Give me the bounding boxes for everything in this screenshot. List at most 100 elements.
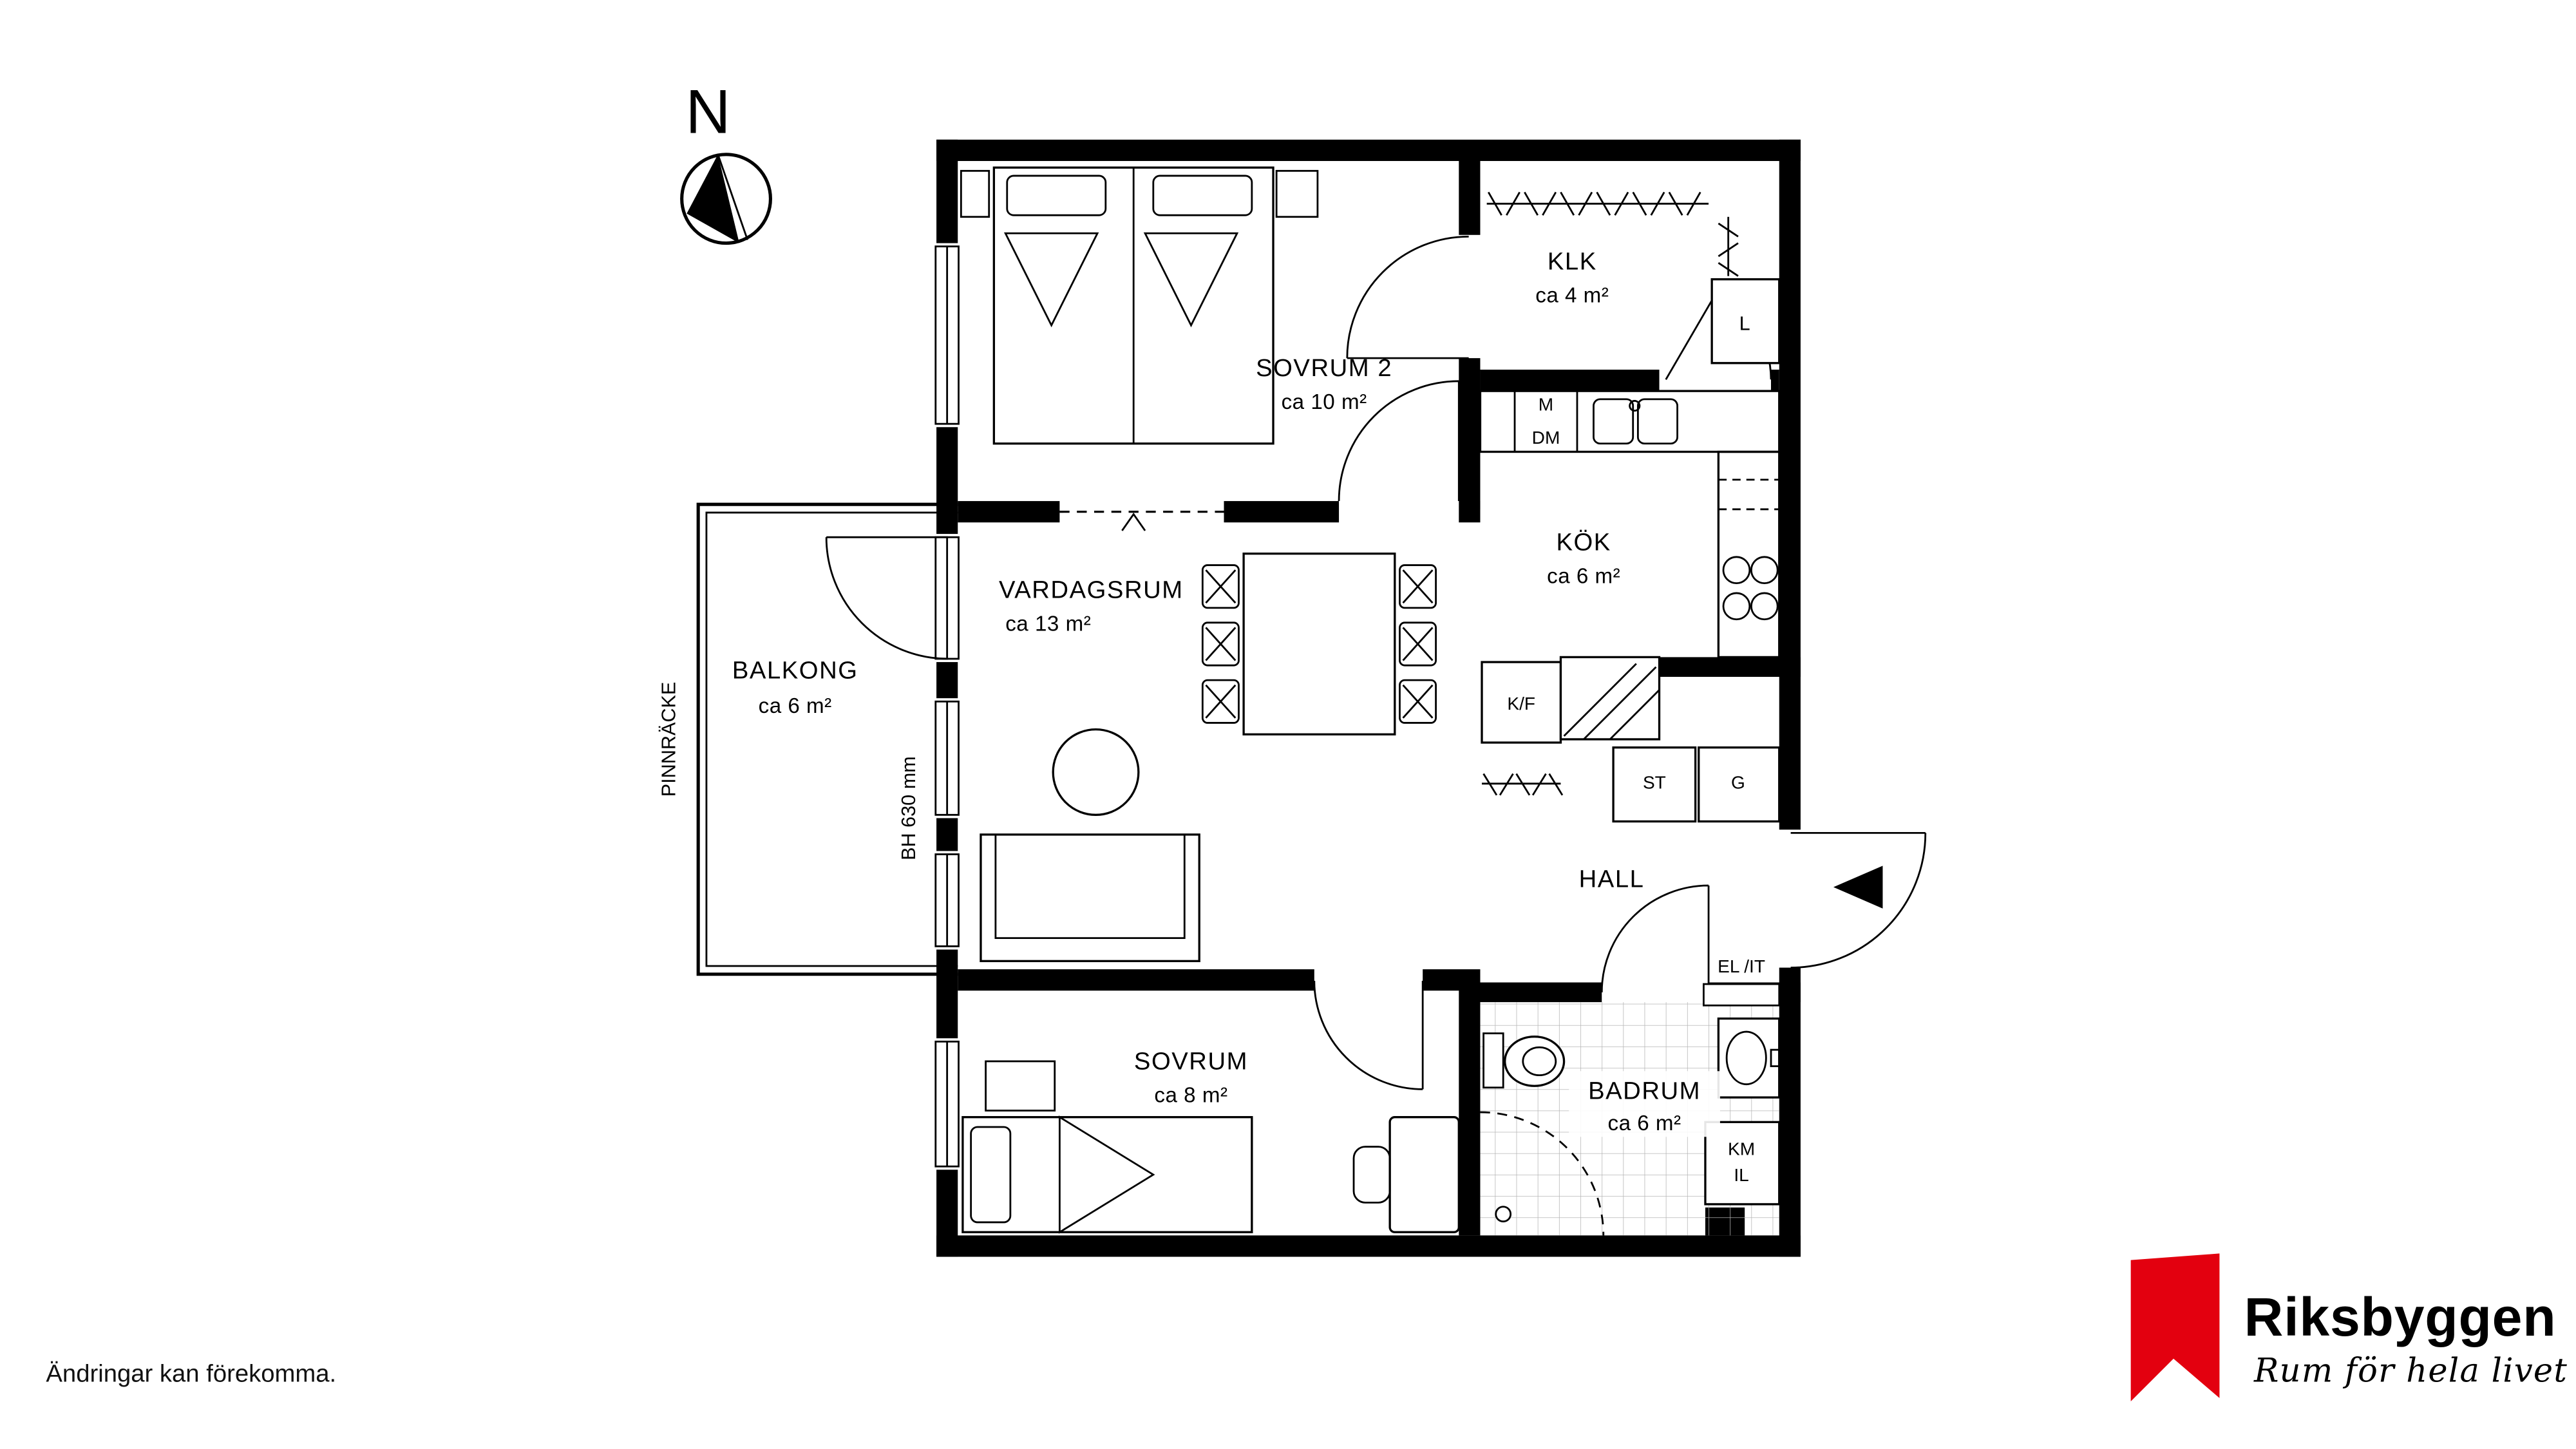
balcony-sill-height-label: BH 630 mm [898,756,920,860]
room-area-vardagsrum: ca 13 m² [1005,612,1091,636]
dishwasher-label: DM [1532,428,1560,448]
stove-burner [1722,556,1751,585]
desk [1388,1116,1460,1233]
room-label-klk: KLK [1548,247,1597,275]
chair [1399,621,1437,667]
kitchen-fixtures: M DM [1479,390,1781,659]
el-it-label: EL /IT [1718,956,1765,976]
room-label-sovrum2: SOVRUM 2 [1256,354,1392,382]
sovrum2-door-arc [1338,380,1460,502]
chair [1399,564,1437,609]
shaft-stripes [1563,663,1660,740]
toilet-tank [1482,1032,1504,1089]
sofa [980,833,1200,963]
el-it-cabinet [1703,983,1781,1007]
chair [1201,564,1240,609]
washer-label: KM [1728,1139,1755,1159]
stove-burner [1722,592,1751,621]
logo-mark-icon [2130,1253,2220,1402]
nightstand [1275,169,1319,218]
room-area-sovrum: ca 8 m² [1154,1084,1227,1108]
window-icon [934,1040,960,1168]
room-label-balkong: BALKONG [732,657,858,685]
opening-caret [1121,513,1146,531]
balcony: PINNRÄCKE BH 630 mm [658,502,958,976]
balcony-railing-label: PINNRÄCKE [658,682,679,797]
sheet-fold [1143,232,1239,328]
room-labels: SOVRUM 2 ca 10 m² KLK ca 4 m² KÖK ca 6 m… [732,247,1700,1135]
cleaning-closet [1612,746,1697,823]
hanging-rail-ticks [1482,773,1564,796]
room-area-klk: ca 4 m² [1535,283,1609,307]
single-bed [961,1116,1253,1233]
balcony-door-icon [934,536,960,660]
sovrum-door-arc [1313,980,1424,1090]
tap [1629,400,1641,412]
bedroom2-furniture [960,166,1319,445]
nightstand [985,1060,1056,1112]
toilet-bowl [1504,1036,1566,1087]
badrum-door-arc [1600,884,1710,992]
room-area-kok: ca 6 m² [1547,565,1620,589]
chair [1201,621,1240,667]
compass: N [680,77,772,245]
dining-table [1242,553,1396,735]
room-area-balkong: ca 6 m² [759,694,832,718]
wardrobe-label: G [1731,772,1745,792]
brand-name: Riksbyggen [2244,1287,2557,1347]
north-label: N [685,77,730,147]
pillow [1006,175,1107,216]
pillow [1152,175,1253,216]
hanging-rail-ticks [1488,191,1701,216]
basin-tap [1770,1048,1781,1068]
nightstand [960,169,990,218]
bedroom-furniture [961,1060,1460,1234]
entrance-arrow-icon [1833,866,1883,909]
shower-drain [1495,1206,1512,1223]
brand-tagline: Rum för hela livet [2253,1352,2568,1390]
shaft [1559,656,1661,741]
linen-closet [1710,278,1781,365]
balcony-door-arc [825,536,948,660]
linen-closet-label: L [1739,313,1750,335]
kitchen-counter-right [1717,450,1781,659]
desk-chair [1352,1146,1391,1204]
klk-fixtures: L [1486,191,1781,365]
room-area-badrum: ca 6 m² [1608,1112,1681,1135]
disclaimer-text: Ändringar kan förekomma. [46,1359,336,1387]
compass-circle [680,153,772,245]
window-icon [934,245,960,425]
footer: Ändringar kan förekomma. [46,1359,336,1387]
bathroom-fixtures: KM IL [1480,1017,1781,1236]
pillow [970,1126,1012,1224]
livingroom-furniture [980,553,1437,963]
window-icon [934,853,960,947]
side-table [1052,728,1140,816]
microwave-label: M [1539,395,1553,415]
stove-burner [1750,556,1779,585]
sink-basin [1593,398,1634,445]
room-label-kok: KÖK [1556,529,1611,556]
badrum-label-bg [1569,1071,1720,1137]
fridge-freezer-label: K/F [1507,694,1535,714]
windows [934,245,960,1168]
sofa-inner [994,834,1186,940]
entrance-door-arc [1790,831,1927,969]
sheet-fold [1059,1115,1155,1234]
hall-fixtures: K/F ST G EL /IT [1481,656,1781,1007]
room-label-vardagsrum: VARDAGSRUM [999,576,1184,604]
klk-bedroom-door-arc [1346,235,1469,359]
il-label: IL [1734,1165,1748,1185]
cleaning-closet-label: ST [1643,772,1666,792]
kitchen-counter [1479,390,1781,453]
wardrobe-closet [1698,746,1781,823]
chair [1201,679,1240,724]
room-area-sovrum2: ca 10 m² [1282,390,1367,414]
room-label-hall: HALL [1579,866,1645,893]
hanging-rail-ticks [1718,222,1739,277]
sink-basin [1636,398,1678,445]
north-arrow-icon [687,154,739,243]
stove-burner [1750,592,1779,621]
window-icon [934,700,960,816]
